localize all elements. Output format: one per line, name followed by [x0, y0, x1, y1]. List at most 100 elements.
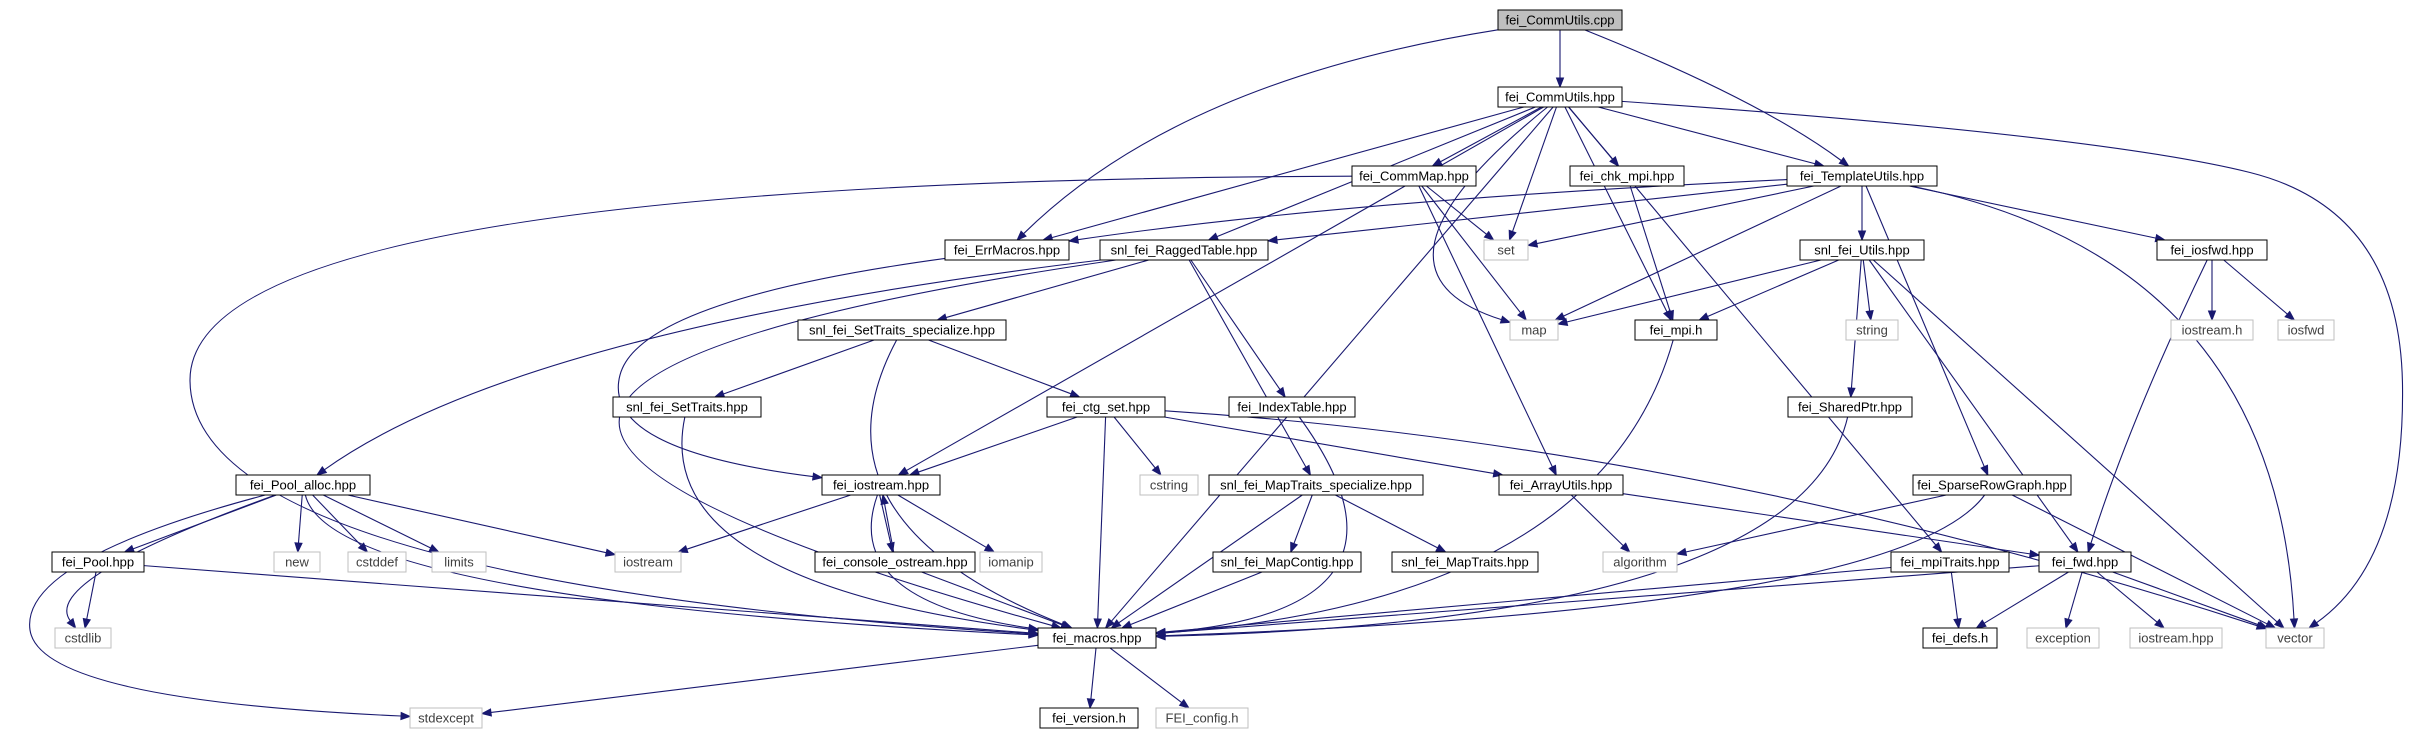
node-fei_fwd_hpp[interactable]: fei_fwd.hpp	[2038, 551, 2132, 573]
edge-snl_fei_maptraits_specialize_hpp-to-snl_fei_mapcontig_hpp	[1290, 494, 1313, 554]
edge-line	[1862, 259, 1871, 312]
edge-line	[297, 494, 303, 544]
node-box	[2026, 627, 2100, 649]
node-new: new	[273, 551, 321, 573]
node-snl_fei_maptraits_specialize_hpp[interactable]: snl_fei_MapTraits_specialize.hpp	[1208, 474, 1424, 496]
node-box	[1786, 165, 1938, 187]
edge-fei_commutils_cpp-to-fei_commutils_hpp	[1555, 30, 1565, 89]
node-label: fei_ctg_set.hpp	[1062, 400, 1150, 415]
node-label: fei_fwd.hpp	[2052, 555, 2119, 570]
edge-snl_fei_maptraits_specialize_hpp-to-fei_macros_hpp	[1110, 494, 1303, 629]
edge-line	[1188, 259, 1307, 468]
edge-line	[870, 339, 1064, 626]
node-box	[1498, 474, 1624, 496]
node-algorithm: algorithm	[1602, 551, 1678, 573]
node-fei_commutils_cpp[interactable]: fei_CommUtils.cpp	[1497, 9, 1623, 31]
edge-fei_iostream_hpp-to-iostream	[676, 494, 851, 554]
node-box	[612, 396, 762, 418]
node-box	[1890, 551, 2010, 573]
node-fei_mpitraits_hpp[interactable]: fei_mpiTraits.hpp	[1890, 551, 2010, 573]
edge-arrowhead	[1499, 315, 1512, 324]
edge-line	[1432, 106, 1548, 321]
node-label: fei_mpiTraits.hpp	[1900, 555, 1999, 570]
edge-fei_fwd_hpp-to-vector	[2112, 571, 2269, 629]
edge-line	[323, 494, 431, 549]
edge-arrowhead	[1665, 309, 1674, 322]
node-snl_fei_maptraits_hpp[interactable]: snl_fei_MapTraits.hpp	[1391, 551, 1539, 573]
node-label: exception	[2035, 631, 2091, 646]
node-box	[54, 627, 112, 649]
node-box	[1139, 474, 1199, 496]
edge-arrowhead	[1675, 547, 1688, 557]
edge-line	[1685, 494, 1947, 553]
node-label: string	[1856, 323, 1888, 338]
edge-line	[918, 416, 1078, 473]
node-fei_ctg_set_hpp[interactable]: fei_ctg_set.hpp	[1046, 396, 1166, 418]
node-fei_pool_hpp[interactable]: fei_Pool.hpp	[51, 551, 145, 573]
node-box	[2170, 319, 2254, 341]
node-fei_errmacros_hpp[interactable]: fei_ErrMacros.hpp	[944, 239, 1070, 261]
node-snl_fei_settraits_specialize_hpp[interactable]: snl_fei_SetTraits_specialize.hpp	[797, 319, 1007, 341]
node-fei_console_ostream_hpp[interactable]: fei_console_ostream.hpp	[814, 551, 976, 573]
node-label: fei_console_ostream.hpp	[822, 555, 967, 570]
node-fei_defs_h[interactable]: fei_defs.h	[1922, 627, 1998, 649]
edge-arrowhead	[2289, 618, 2299, 630]
node-fei_templateutils_hpp[interactable]: fei_TemplateUtils.hpp	[1786, 165, 1938, 187]
edge-arrowhead	[400, 711, 412, 721]
edge-arrowhead	[1548, 464, 1557, 477]
node-fei_version_h[interactable]: fei_version.h	[1039, 707, 1139, 729]
node-fei_macros_hpp[interactable]: fei_macros.hpp	[1037, 627, 1157, 649]
node-snl_fei_utils_hpp[interactable]: snl_fei_Utils.hpp	[1799, 239, 1925, 261]
node-fei_iostream_hpp[interactable]: fei_iostream.hpp	[821, 474, 941, 496]
edge-snl_fei_utils_hpp-to-map	[1556, 259, 1822, 326]
edge-line	[884, 503, 895, 553]
edge-arrowhead	[1104, 618, 1115, 630]
node-box	[1483, 239, 1529, 261]
node-box	[1212, 551, 1362, 573]
edge-line	[1622, 493, 2031, 555]
edge-line	[1440, 106, 1542, 163]
node-label: vector	[2277, 631, 2313, 646]
node-iostream_hpp: iostream.hpp	[2129, 627, 2223, 649]
edge-line	[347, 494, 607, 554]
node-snl_fei_mapcontig_hpp[interactable]: snl_fei_MapContig.hpp	[1212, 551, 1362, 573]
node-box	[614, 551, 682, 573]
node-box	[2277, 319, 2335, 341]
node-fei_pool_alloc_hpp[interactable]: fei_Pool_alloc.hpp	[235, 474, 371, 496]
node-label: iostream.h	[2182, 323, 2243, 338]
node-fei_arrayutils_hpp[interactable]: fei_ArrayUtils.hpp	[1498, 474, 1624, 496]
node-snl_fei_settraits_hpp[interactable]: snl_fei_SetTraits.hpp	[612, 396, 762, 418]
node-fei_mpi_h[interactable]: fei_mpi.h	[1634, 319, 1718, 341]
node-snl_fei_raggedtable_hpp[interactable]: snl_fei_RaggedTable.hpp	[1099, 239, 1269, 261]
node-fei_indextable_hpp[interactable]: fei_IndexTable.hpp	[1228, 396, 1356, 418]
node-fei_sharedptr_hpp[interactable]: fei_SharedPtr.hpp	[1787, 396, 1913, 418]
edge-fei_macros_hpp-to-fei_config_h	[1109, 647, 1191, 709]
node-label: snl_fei_Utils.hpp	[1814, 243, 1909, 258]
node-box	[1602, 551, 1678, 573]
edge-arrowhead	[1865, 310, 1874, 322]
node-box	[2265, 627, 2325, 649]
edge-line	[29, 494, 402, 717]
edge-arrowhead	[1086, 698, 1096, 710]
node-string: string	[1845, 319, 1899, 341]
node-label: fei_IndexTable.hpp	[1237, 400, 1346, 415]
node-label: new	[285, 555, 309, 570]
node-box	[814, 551, 976, 573]
node-fei_iosfwd_hpp[interactable]: fei_iosfwd.hpp	[2156, 239, 2268, 261]
edge-line	[617, 257, 946, 478]
node-label: fei_macros.hpp	[1053, 631, 1142, 646]
edge-fei_commutils_hpp-to-set	[1508, 106, 1557, 242]
edge-fei_templateutils_hpp-to-fei_sparserowgraph_hpp	[1865, 185, 1989, 477]
edge-line	[723, 339, 875, 395]
node-label: fei_iostream.hpp	[833, 478, 929, 493]
node-fei_commmap_hpp[interactable]: fei_CommMap.hpp	[1351, 165, 1477, 187]
edge-line	[2223, 259, 2288, 315]
node-fei_sparserowgraph_hpp[interactable]: fei_SparseRowGraph.hpp	[1912, 474, 2072, 496]
node-fei_commutils_hpp[interactable]: fei_CommUtils.hpp	[1497, 86, 1623, 108]
node-fei_config_h: FEI_config.h	[1155, 707, 1249, 729]
edge-line	[1276, 183, 1788, 241]
node-fei_chk_mpi_hpp[interactable]: fei_chk_mpi.hpp	[1569, 165, 1685, 187]
edge-line	[86, 571, 97, 620]
edge-arrowhead	[1526, 239, 1539, 248]
edge-line	[945, 259, 1149, 319]
